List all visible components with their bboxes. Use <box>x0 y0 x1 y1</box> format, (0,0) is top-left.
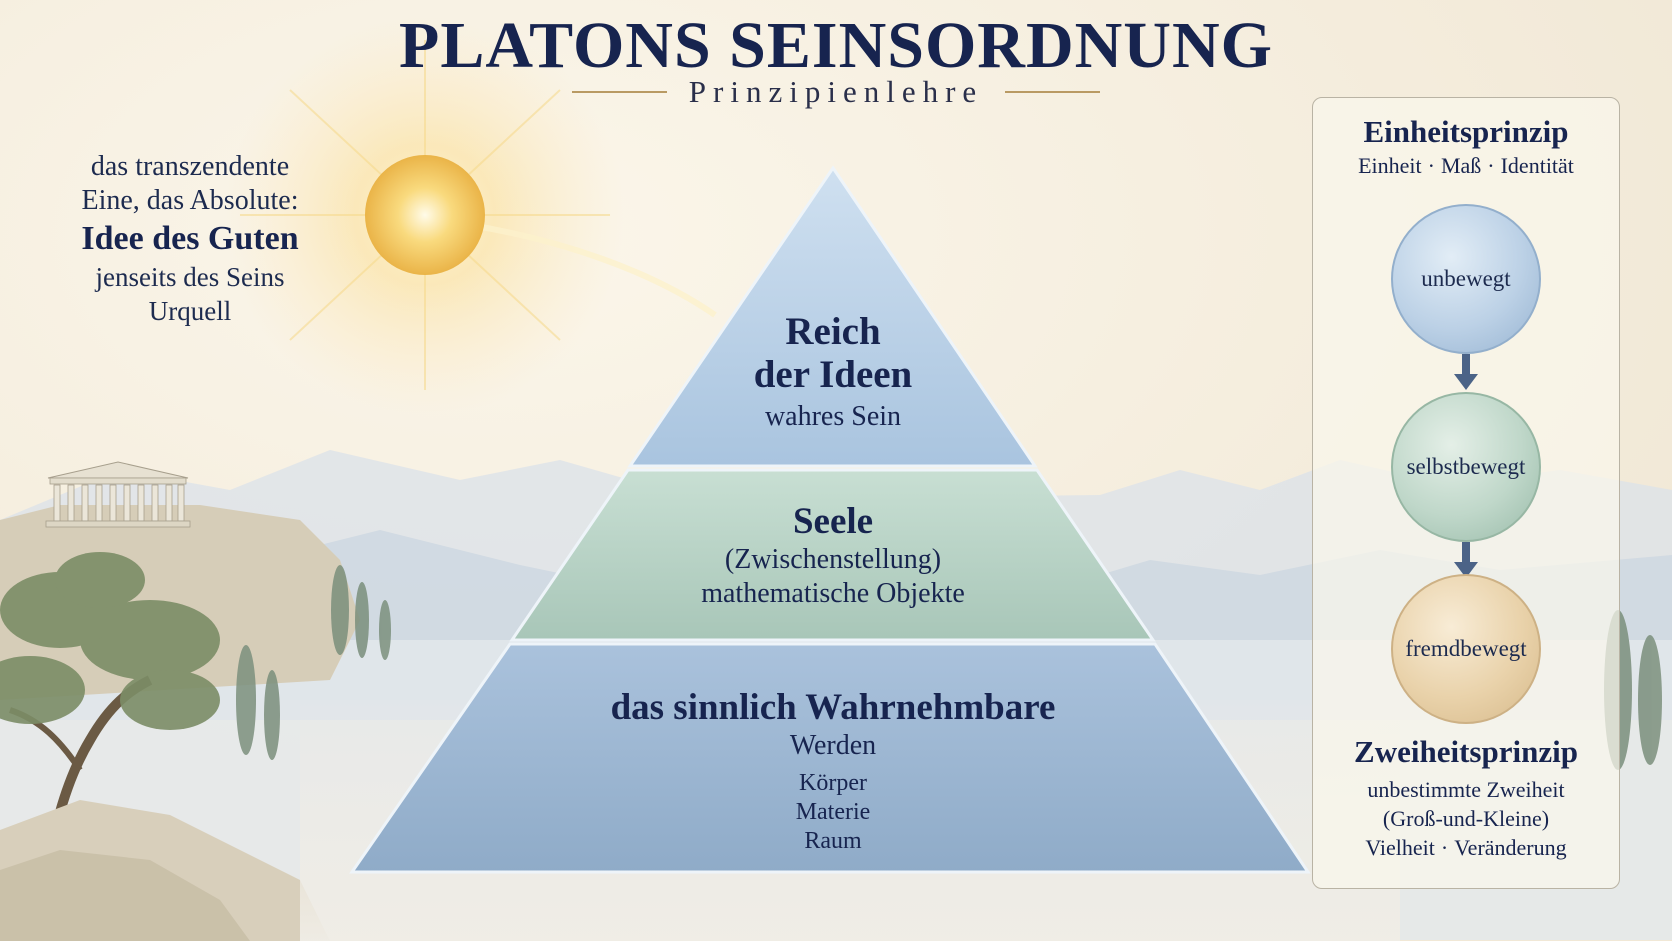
duality-attr: Veränderung <box>1454 835 1567 860</box>
unity-principle-attributes: Einheit·Maß·Identität <box>1313 152 1619 180</box>
pyramid-tier-middle <box>509 468 1156 642</box>
tier-top-label: Reich der Ideen wahres Sein <box>633 310 1033 434</box>
good-line-1: das transzendente <box>90 151 290 182</box>
tier-bottom-title: das sinnlich Wahrnehmbare <box>610 687 1056 728</box>
tier-middle-sub-1: (Zwischenstellung) <box>724 544 942 575</box>
good-line-2: Eine, das Absolute: <box>81 185 299 216</box>
duality-principle-heading: Zweiheitsprinzip <box>1354 734 1578 769</box>
pyramid-tier-bottom <box>349 642 1311 874</box>
principles-panel: Einheitsprinzip Einheit·Maß·Identität un… <box>1312 97 1620 889</box>
circle-self-moved: selbstbewegt <box>1391 392 1541 542</box>
pyramid-tier-top <box>627 165 1038 468</box>
unity-attr: Einheit <box>1358 153 1422 178</box>
unity-attr: Maß <box>1440 153 1482 178</box>
unity-principle-heading: Einheitsprinzip <box>1363 114 1569 149</box>
subtitle-row: Prinzipienlehre <box>0 74 1672 110</box>
separator-dot: · <box>1487 153 1495 178</box>
tier-top-title-2: der Ideen <box>753 353 913 396</box>
page-title: PLATONS SEINSORDNUNG <box>399 9 1273 82</box>
subtitle-rule-right <box>1005 91 1101 93</box>
tier-bottom-item: Materie <box>795 799 871 825</box>
circle-externally-moved: fremdbewegt <box>1391 574 1541 724</box>
duality-line-2: (Groß-und-Kleine) <box>1382 806 1550 831</box>
good-heading: Idee des Guten <box>81 220 299 257</box>
tier-bottom-item: Körper <box>799 770 867 796</box>
unity-attr: Identität <box>1500 153 1574 178</box>
duality-line-1: unbestimmte Zweiheit <box>1367 777 1565 802</box>
good-line-5: Urquell <box>148 296 232 326</box>
subtitle-rule-left <box>571 91 667 93</box>
tier-middle-label: Seele (Zwischenstellung) mathematische O… <box>533 500 1133 611</box>
tier-middle-sub-2: mathematische Objekte <box>701 578 965 609</box>
page-subtitle: Prinzipienlehre <box>688 74 984 109</box>
tier-middle-title: Seele <box>792 501 874 542</box>
tier-bottom-label: das sinnlich Wahrnehmbare Werden Körper … <box>433 686 1233 856</box>
tier-top-sub: wahres Sein <box>764 401 902 432</box>
good-line-4: jenseits des Seins <box>95 262 285 292</box>
sun-beam <box>469 222 717 318</box>
circle-unmoved: unbewegt <box>1391 204 1541 354</box>
down-arrow-icon <box>1454 542 1478 578</box>
foreground-rocks-near <box>0 850 250 941</box>
tier-top-title-1: Reich <box>785 310 881 353</box>
duality-attr: Vielheit <box>1365 835 1435 860</box>
separator-dot: · <box>1427 153 1435 178</box>
tier-bottom-item: Raum <box>804 828 862 854</box>
sun-icon <box>365 155 485 275</box>
good-description: das transzendente Eine, das Absolute: Id… <box>40 150 340 328</box>
duality-line-3: Vielheit·Veränderung <box>1313 834 1619 862</box>
cypress-trees <box>236 565 1662 770</box>
down-arrow-icon <box>1454 354 1478 390</box>
separator-dot: · <box>1440 835 1449 860</box>
temple-icon <box>45 461 191 528</box>
tier-bottom-sub: Werden <box>789 730 877 761</box>
